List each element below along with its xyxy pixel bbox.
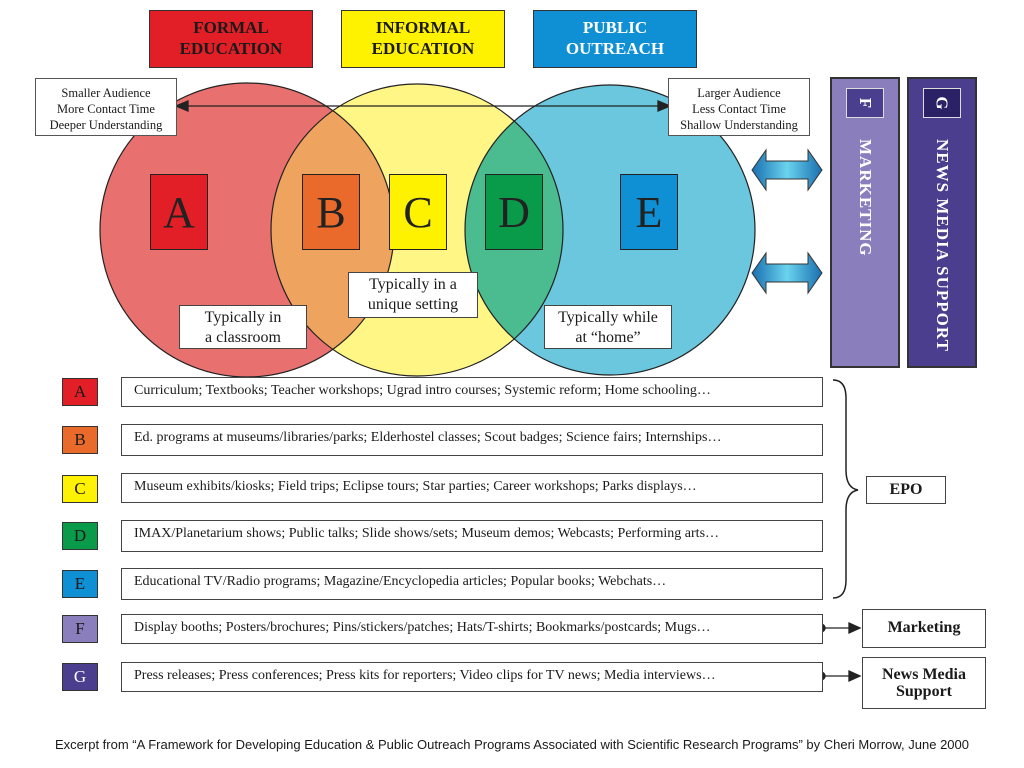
row-g-text: Press releases; Press conferences; Press… bbox=[121, 662, 823, 692]
informal-education-header: INFORMAL EDUCATION bbox=[341, 10, 505, 68]
key-letter-c: C bbox=[62, 475, 98, 503]
epo-label: EPO bbox=[866, 476, 946, 504]
outreach-marketing-arrow-upper bbox=[751, 148, 823, 192]
larger-audience-note: Larger Audience Less Contact Time Shallo… bbox=[668, 78, 810, 136]
marketing-bar: F MARKETING bbox=[830, 77, 900, 368]
key-letter-g: G bbox=[62, 663, 98, 691]
venn-letter-e: E bbox=[620, 174, 678, 250]
news-media-support-label: News Media Support bbox=[862, 657, 986, 709]
news-media-bar-letter: G bbox=[923, 88, 961, 118]
audience-double-arrow bbox=[174, 100, 672, 112]
public-outreach-header: PUBLIC OUTREACH bbox=[533, 10, 697, 68]
row-d-text: IMAX/Planetarium shows; Public talks; Sl… bbox=[121, 520, 823, 552]
informal-outreach-overlap bbox=[465, 85, 563, 375]
venn-letter-a: A bbox=[150, 174, 208, 250]
news-media-support-bar: G NEWS MEDIA SUPPORT bbox=[907, 77, 977, 368]
venn-letter-c: C bbox=[389, 174, 447, 250]
formal-education-header: FORMAL EDUCATION bbox=[149, 10, 313, 68]
key-letter-d: D bbox=[62, 522, 98, 550]
classroom-tag: Typically in a classroom bbox=[179, 305, 307, 349]
marketing-bar-letter: F bbox=[846, 88, 884, 118]
row-a-text: Curriculum; Textbooks; Teacher workshops… bbox=[121, 377, 823, 407]
marketing-connector bbox=[816, 621, 862, 635]
marketing-bar-label: MARKETING bbox=[856, 139, 875, 257]
outreach-marketing-arrow-lower bbox=[751, 251, 823, 295]
source-caption: Excerpt from “A Framework for Developing… bbox=[55, 737, 969, 752]
marketing-label: Marketing bbox=[862, 609, 986, 648]
unique-setting-tag: Typically in a unique setting bbox=[348, 272, 478, 318]
venn-letter-d: D bbox=[485, 174, 543, 250]
smaller-audience-note: Smaller Audience More Contact Time Deepe… bbox=[35, 78, 177, 136]
home-tag: Typically while at “home” bbox=[544, 305, 672, 349]
row-c-text: Museum exhibits/kiosks; Field trips; Ecl… bbox=[121, 473, 823, 503]
news-media-bar-label: NEWS MEDIA SUPPORT bbox=[933, 139, 952, 352]
formal-informal-overlap bbox=[271, 84, 394, 376]
row-f-text: Display booths; Posters/brochures; Pins/… bbox=[121, 614, 823, 644]
key-letter-b: B bbox=[62, 426, 98, 454]
key-letter-e: E bbox=[62, 570, 98, 598]
venn-letter-b: B bbox=[302, 174, 360, 250]
news-media-connector bbox=[816, 669, 862, 683]
key-letter-a: A bbox=[62, 378, 98, 406]
key-letter-f: F bbox=[62, 615, 98, 643]
row-b-text: Ed. programs at museums/libraries/parks;… bbox=[121, 424, 823, 456]
row-e-text: Educational TV/Radio programs; Magazine/… bbox=[121, 568, 823, 600]
epo-brace bbox=[832, 379, 859, 599]
